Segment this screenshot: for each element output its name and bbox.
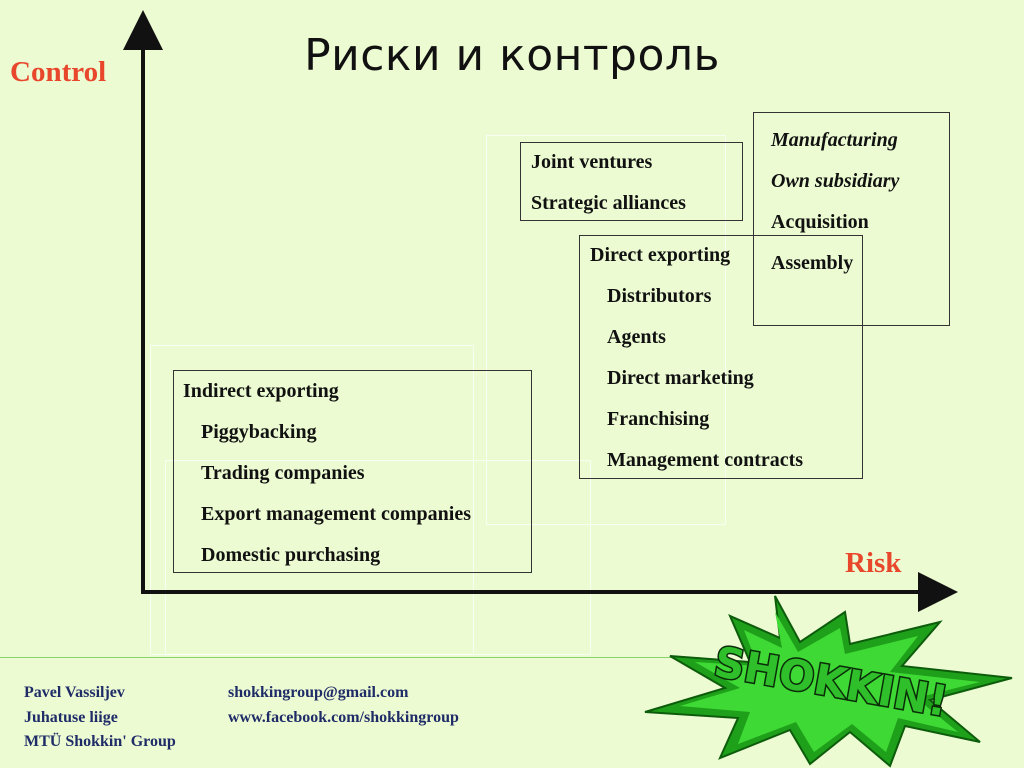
footer-email[interactable]: shokkingroup@gmail.com xyxy=(228,684,409,701)
bg-panel xyxy=(486,135,726,525)
manufacturing-box: Manufacturing Own subsidiary Acquisition… xyxy=(753,112,950,326)
list-item: Piggybacking xyxy=(201,421,317,443)
footer-role: Juhatuse liige xyxy=(24,709,118,726)
footer-divider xyxy=(0,657,700,658)
list-item: Direct marketing xyxy=(607,367,754,389)
list-item: Acquisition xyxy=(771,211,869,233)
list-item: Manufacturing xyxy=(771,129,898,151)
list-item: Strategic alliances xyxy=(531,192,686,214)
list-item: Agents xyxy=(607,326,666,348)
box-heading: Direct exporting xyxy=(590,244,731,266)
slide-title: Риски и контроль xyxy=(304,30,720,81)
list-item: Management contracts xyxy=(607,449,804,471)
list-item: Domestic purchasing xyxy=(201,544,381,566)
indirect-exporting-box: Indirect exporting Piggybacking Trading … xyxy=(173,370,532,573)
list-item: Own subsidiary xyxy=(771,170,900,192)
list-item: Franchising xyxy=(607,408,710,430)
footer-org: MTÜ Shokkin' Group xyxy=(24,733,176,750)
list-item: Distributors xyxy=(607,285,712,307)
direct-exporting-box: Direct exporting Distributors Agents Dir… xyxy=(579,235,863,479)
y-axis-label: Control xyxy=(10,56,107,88)
x-axis-label: Risk xyxy=(845,547,902,579)
footer-facebook-link[interactable]: www.facebook.com/shokkingroup xyxy=(228,709,459,726)
list-item: Assembly xyxy=(771,252,854,274)
bg-panel xyxy=(165,460,591,655)
box-heading: Indirect exporting xyxy=(183,380,339,402)
joint-ventures-box: Joint ventures Strategic alliances xyxy=(520,142,743,221)
list-item: Joint ventures xyxy=(531,151,653,173)
footer-name: Pavel Vassiljev xyxy=(24,684,125,701)
list-item: Export management companies xyxy=(201,503,471,525)
list-item: Trading companies xyxy=(201,462,365,484)
shokkin-logo: SHOKKIN! xyxy=(644,595,1013,768)
